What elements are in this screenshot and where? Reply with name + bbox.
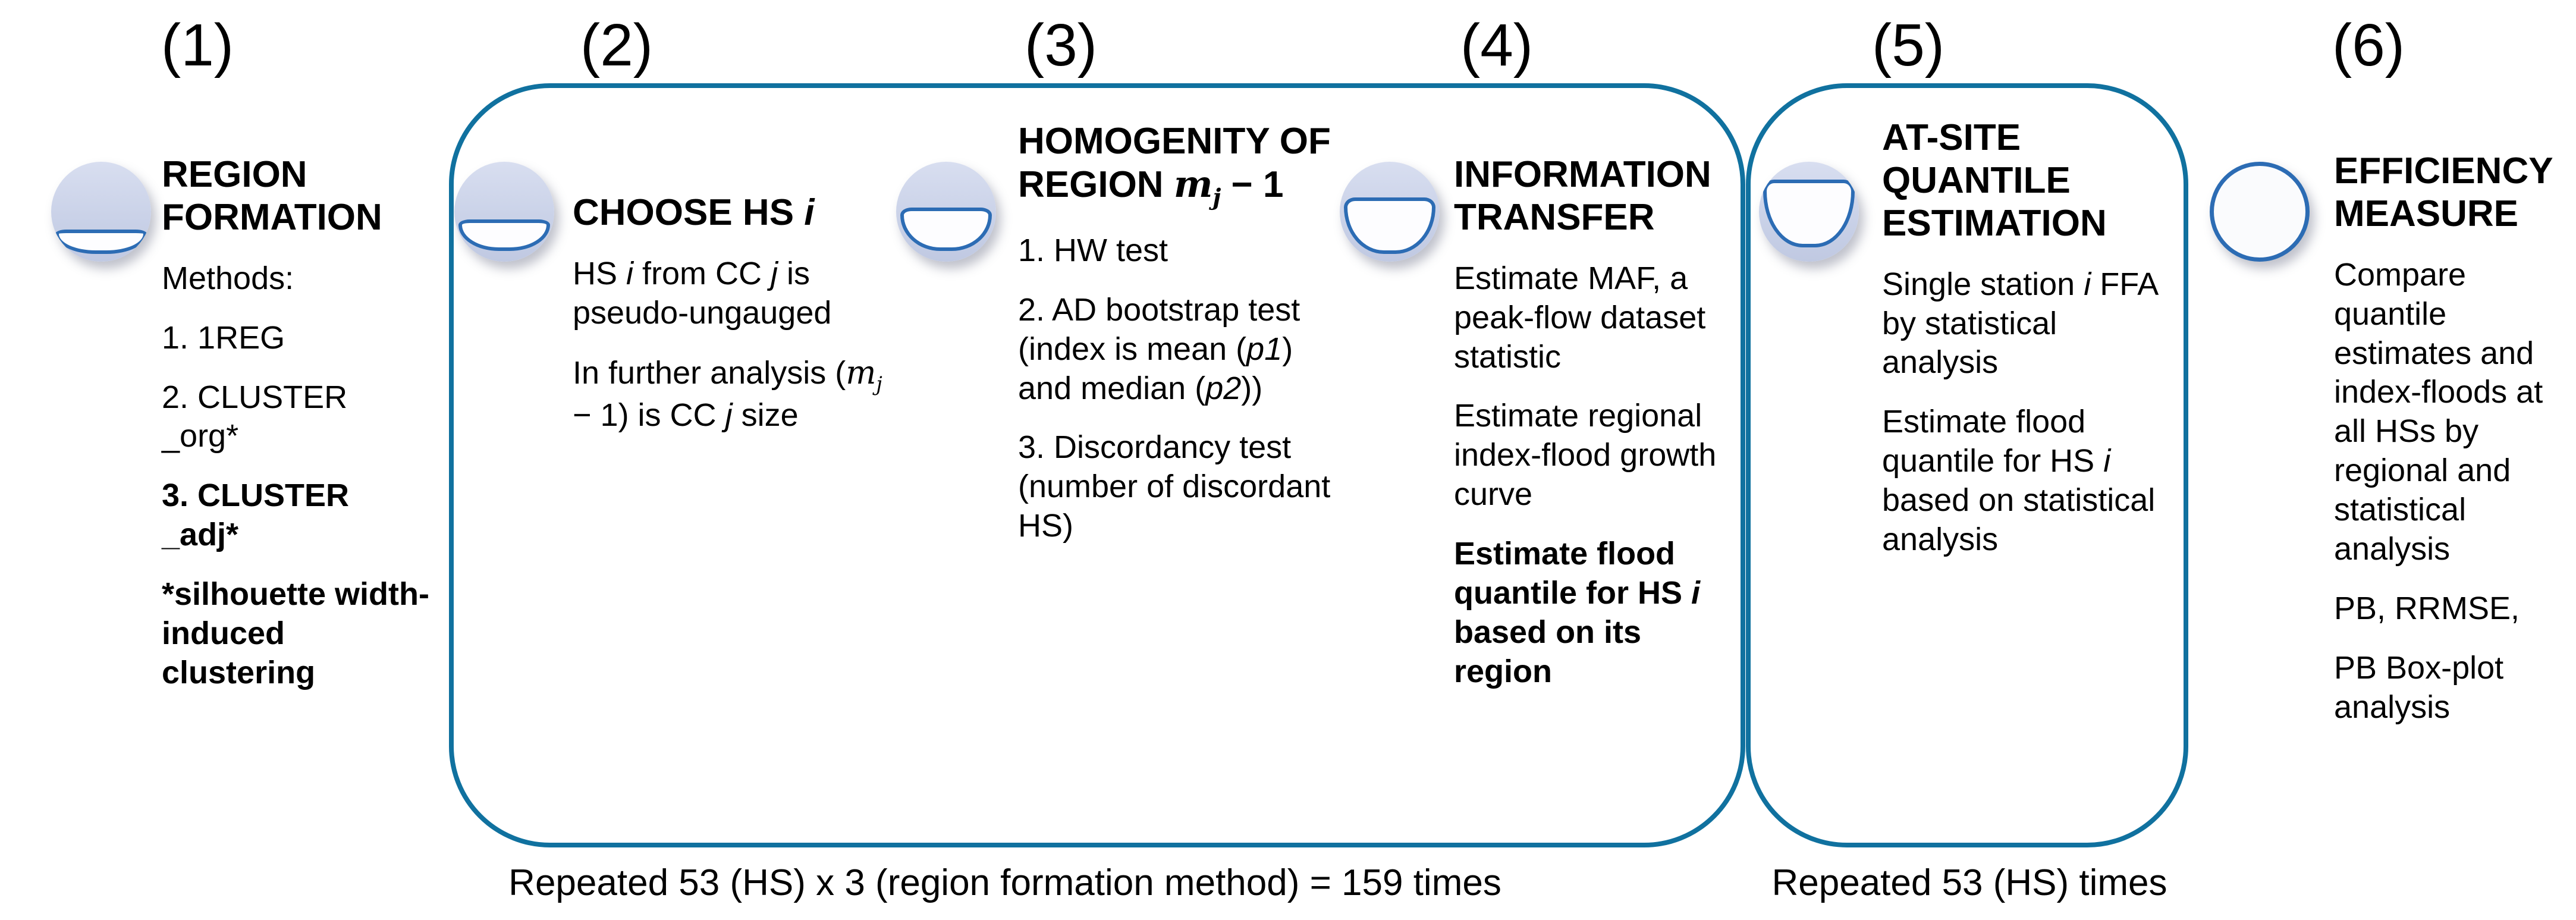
repeat-caption-stages-2-4: Repeated 53 (HS) x 3 (region formation m… — [508, 862, 1501, 903]
stage-2-title: CHOOSE HS i — [573, 192, 815, 233]
stage-6-paragraph: PB, RRMSE, — [2334, 590, 2520, 626]
stage-2-paragraph: HS i from CC j is pseudo-ungauged — [573, 255, 832, 331]
repeat-caption-stage-5: Repeated 53 (HS) times — [1771, 862, 2167, 903]
stage-1-paragraph: *silhouette width-induced clustering — [162, 576, 429, 690]
stage-1-column: REGION FORMATION Methods: 1. 1REG 2. CLU… — [162, 153, 431, 713]
stage-5-progress-circle-icon — [1759, 162, 1859, 262]
stage-1-paragraph: Methods: — [162, 260, 294, 296]
stage-4-number: (4) — [1460, 12, 1534, 79]
stage-1-number: (1) — [161, 12, 234, 79]
stage-5-paragraph: Single station i FFA by statistical anal… — [1882, 266, 2157, 381]
progress-fill — [458, 219, 551, 251]
progress-fill — [1763, 180, 1855, 248]
stage-1-paragraph: 3. CLUSTER _adj* — [162, 478, 350, 553]
stage-6-number: (6) — [2332, 12, 2405, 79]
stage-4-paragraph: Estimate regional index-flood growth cur… — [1454, 398, 1717, 513]
stage-3-progress-circle-icon — [896, 162, 996, 262]
stage-6-paragraph: PB Box-plot analysis — [2334, 649, 2504, 725]
stage-3-paragraph: 1. HW test — [1018, 232, 1168, 268]
stage-4-column: INFORMATION TRANSFER Estimate MAF, a pea… — [1454, 153, 1735, 712]
stage-1-paragraph: 1. 1REG — [162, 319, 285, 356]
stage-4-title: INFORMATION TRANSFER — [1454, 154, 1711, 238]
progress-fill — [55, 230, 147, 254]
stage-6-progress-circle-icon — [2210, 162, 2310, 262]
stage-5-column: AT-SITE QUANTILE ESTIMATION Single stati… — [1882, 117, 2169, 580]
stage-1-paragraph: 2. CLUSTER _org* — [162, 379, 348, 454]
stage-1-title: REGION FORMATION — [162, 154, 382, 238]
stage-5-number: (5) — [1871, 12, 1945, 79]
stage-4-paragraph: Estimate MAF, a peak-flow dataset statis… — [1454, 260, 1706, 375]
stage-3-column: HOMOGENITY OF REGION mj − 1 1. HW test 2… — [1018, 120, 1344, 566]
stage-3-paragraph: 3. Discordancy test (number of discordan… — [1018, 429, 1331, 544]
stage-6-title: EFFICIENCY MEASURE — [2334, 150, 2553, 234]
stage-2-column: CHOOSE HS i HS i from CC j is pseudo-ung… — [573, 191, 899, 456]
progress-fill — [900, 208, 992, 251]
stage-6-column: EFFICIENCY MEASURE Compare quantile esti… — [2334, 150, 2576, 747]
stage-4-progress-circle-icon — [1340, 162, 1440, 262]
stage-2-paragraph: In further analysis (mj − 1) is CC j siz… — [573, 353, 882, 434]
stage-3-title: HOMOGENITY OF REGION mj − 1 — [1018, 121, 1331, 211]
stage-4-paragraph: Estimate flood quantile for HS i based o… — [1454, 536, 1701, 689]
progress-fill — [1343, 197, 1436, 254]
stage-3-paragraph: 2. AD bootstrap test (index is mean (p1)… — [1018, 291, 1300, 406]
stage-2-progress-circle-icon — [454, 162, 554, 262]
stage-1-progress-circle-icon — [51, 162, 151, 262]
stage-5-title: AT-SITE QUANTILE ESTIMATION — [1882, 117, 2107, 244]
stage-5-paragraph: Estimate flood quantile for HS i based o… — [1882, 404, 2156, 557]
repeat-box-stage-5 — [1746, 83, 2188, 847]
stage-6-paragraph: Compare quantile estimates and index-flo… — [2334, 256, 2543, 567]
stage-3-number: (3) — [1024, 12, 1098, 79]
repeat-box-stages-2-4 — [449, 83, 1745, 847]
stage-2-number: (2) — [580, 12, 654, 79]
